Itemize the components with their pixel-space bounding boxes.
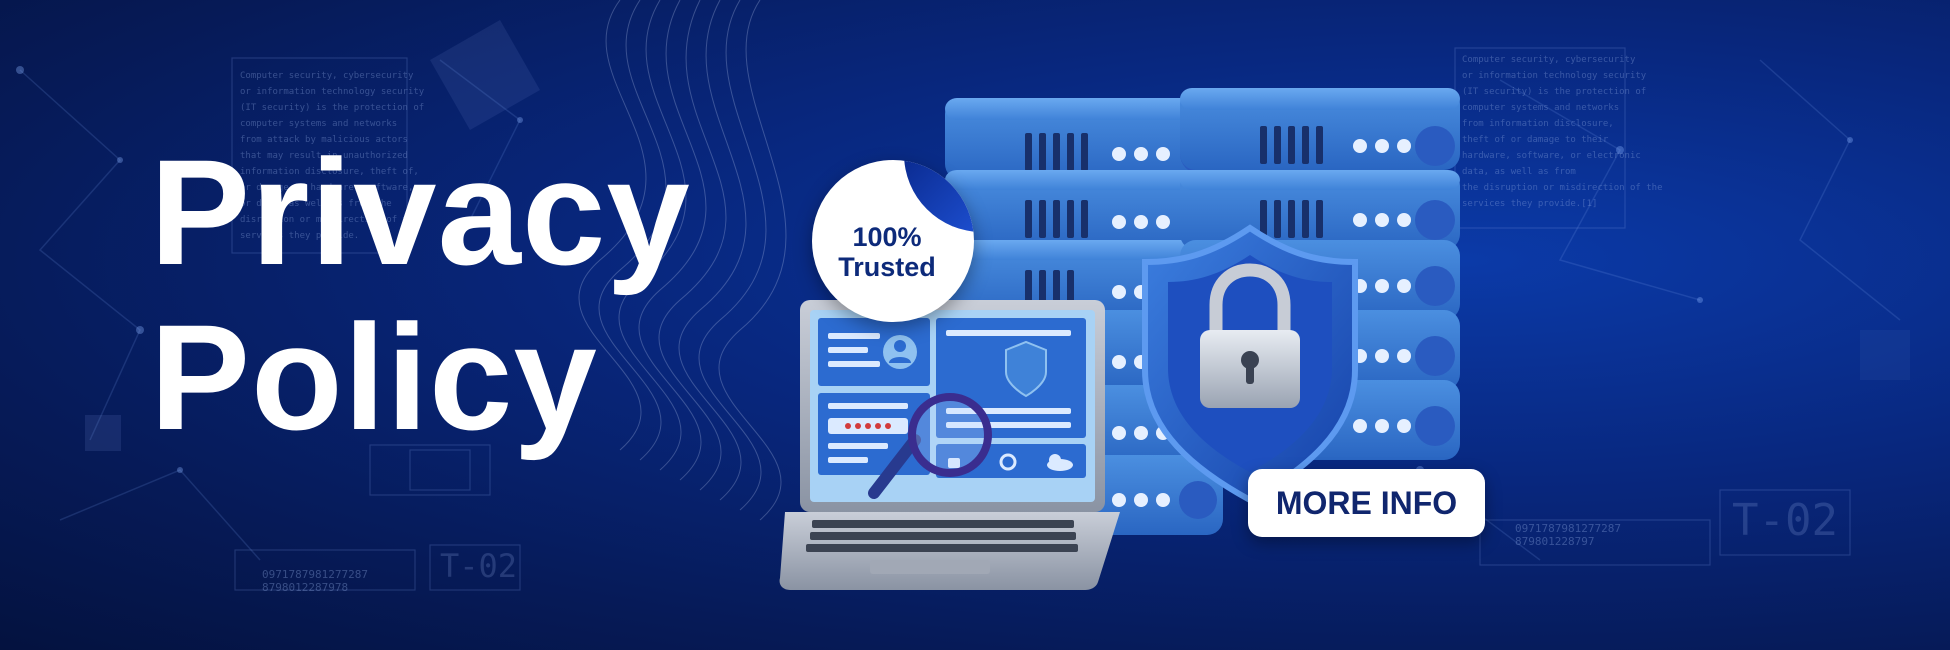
password-dots	[845, 423, 891, 429]
title-line-2: Policy	[150, 293, 598, 461]
magnifier-icon	[868, 393, 992, 499]
decor-tag-left: T-02	[440, 547, 518, 585]
shield-lock-icon	[1142, 224, 1358, 504]
decor-text-left: Computer security, cybersecurity or info…	[240, 71, 425, 241]
toolbar-icons	[948, 453, 1073, 471]
badge-percent: 100%	[852, 222, 922, 252]
more-info-button[interactable]: MORE INFO	[1248, 469, 1485, 537]
title-line-1: Privacy	[150, 128, 691, 296]
badge-label: Trusted	[838, 252, 936, 282]
decor-numbers-left: 0971787981277287 8798012287978	[262, 568, 368, 594]
badge-text: 100% Trusted	[812, 222, 962, 282]
decor-numbers-right: 0971787981277287 879801228797	[1515, 522, 1621, 548]
trusted-badge: 100% Trusted	[812, 160, 974, 322]
decor-text-right: Computer security, cybersecurity or info…	[1462, 55, 1663, 209]
page-title: Privacy Policy	[150, 130, 691, 460]
decor-tag-right: T-02	[1732, 495, 1838, 546]
